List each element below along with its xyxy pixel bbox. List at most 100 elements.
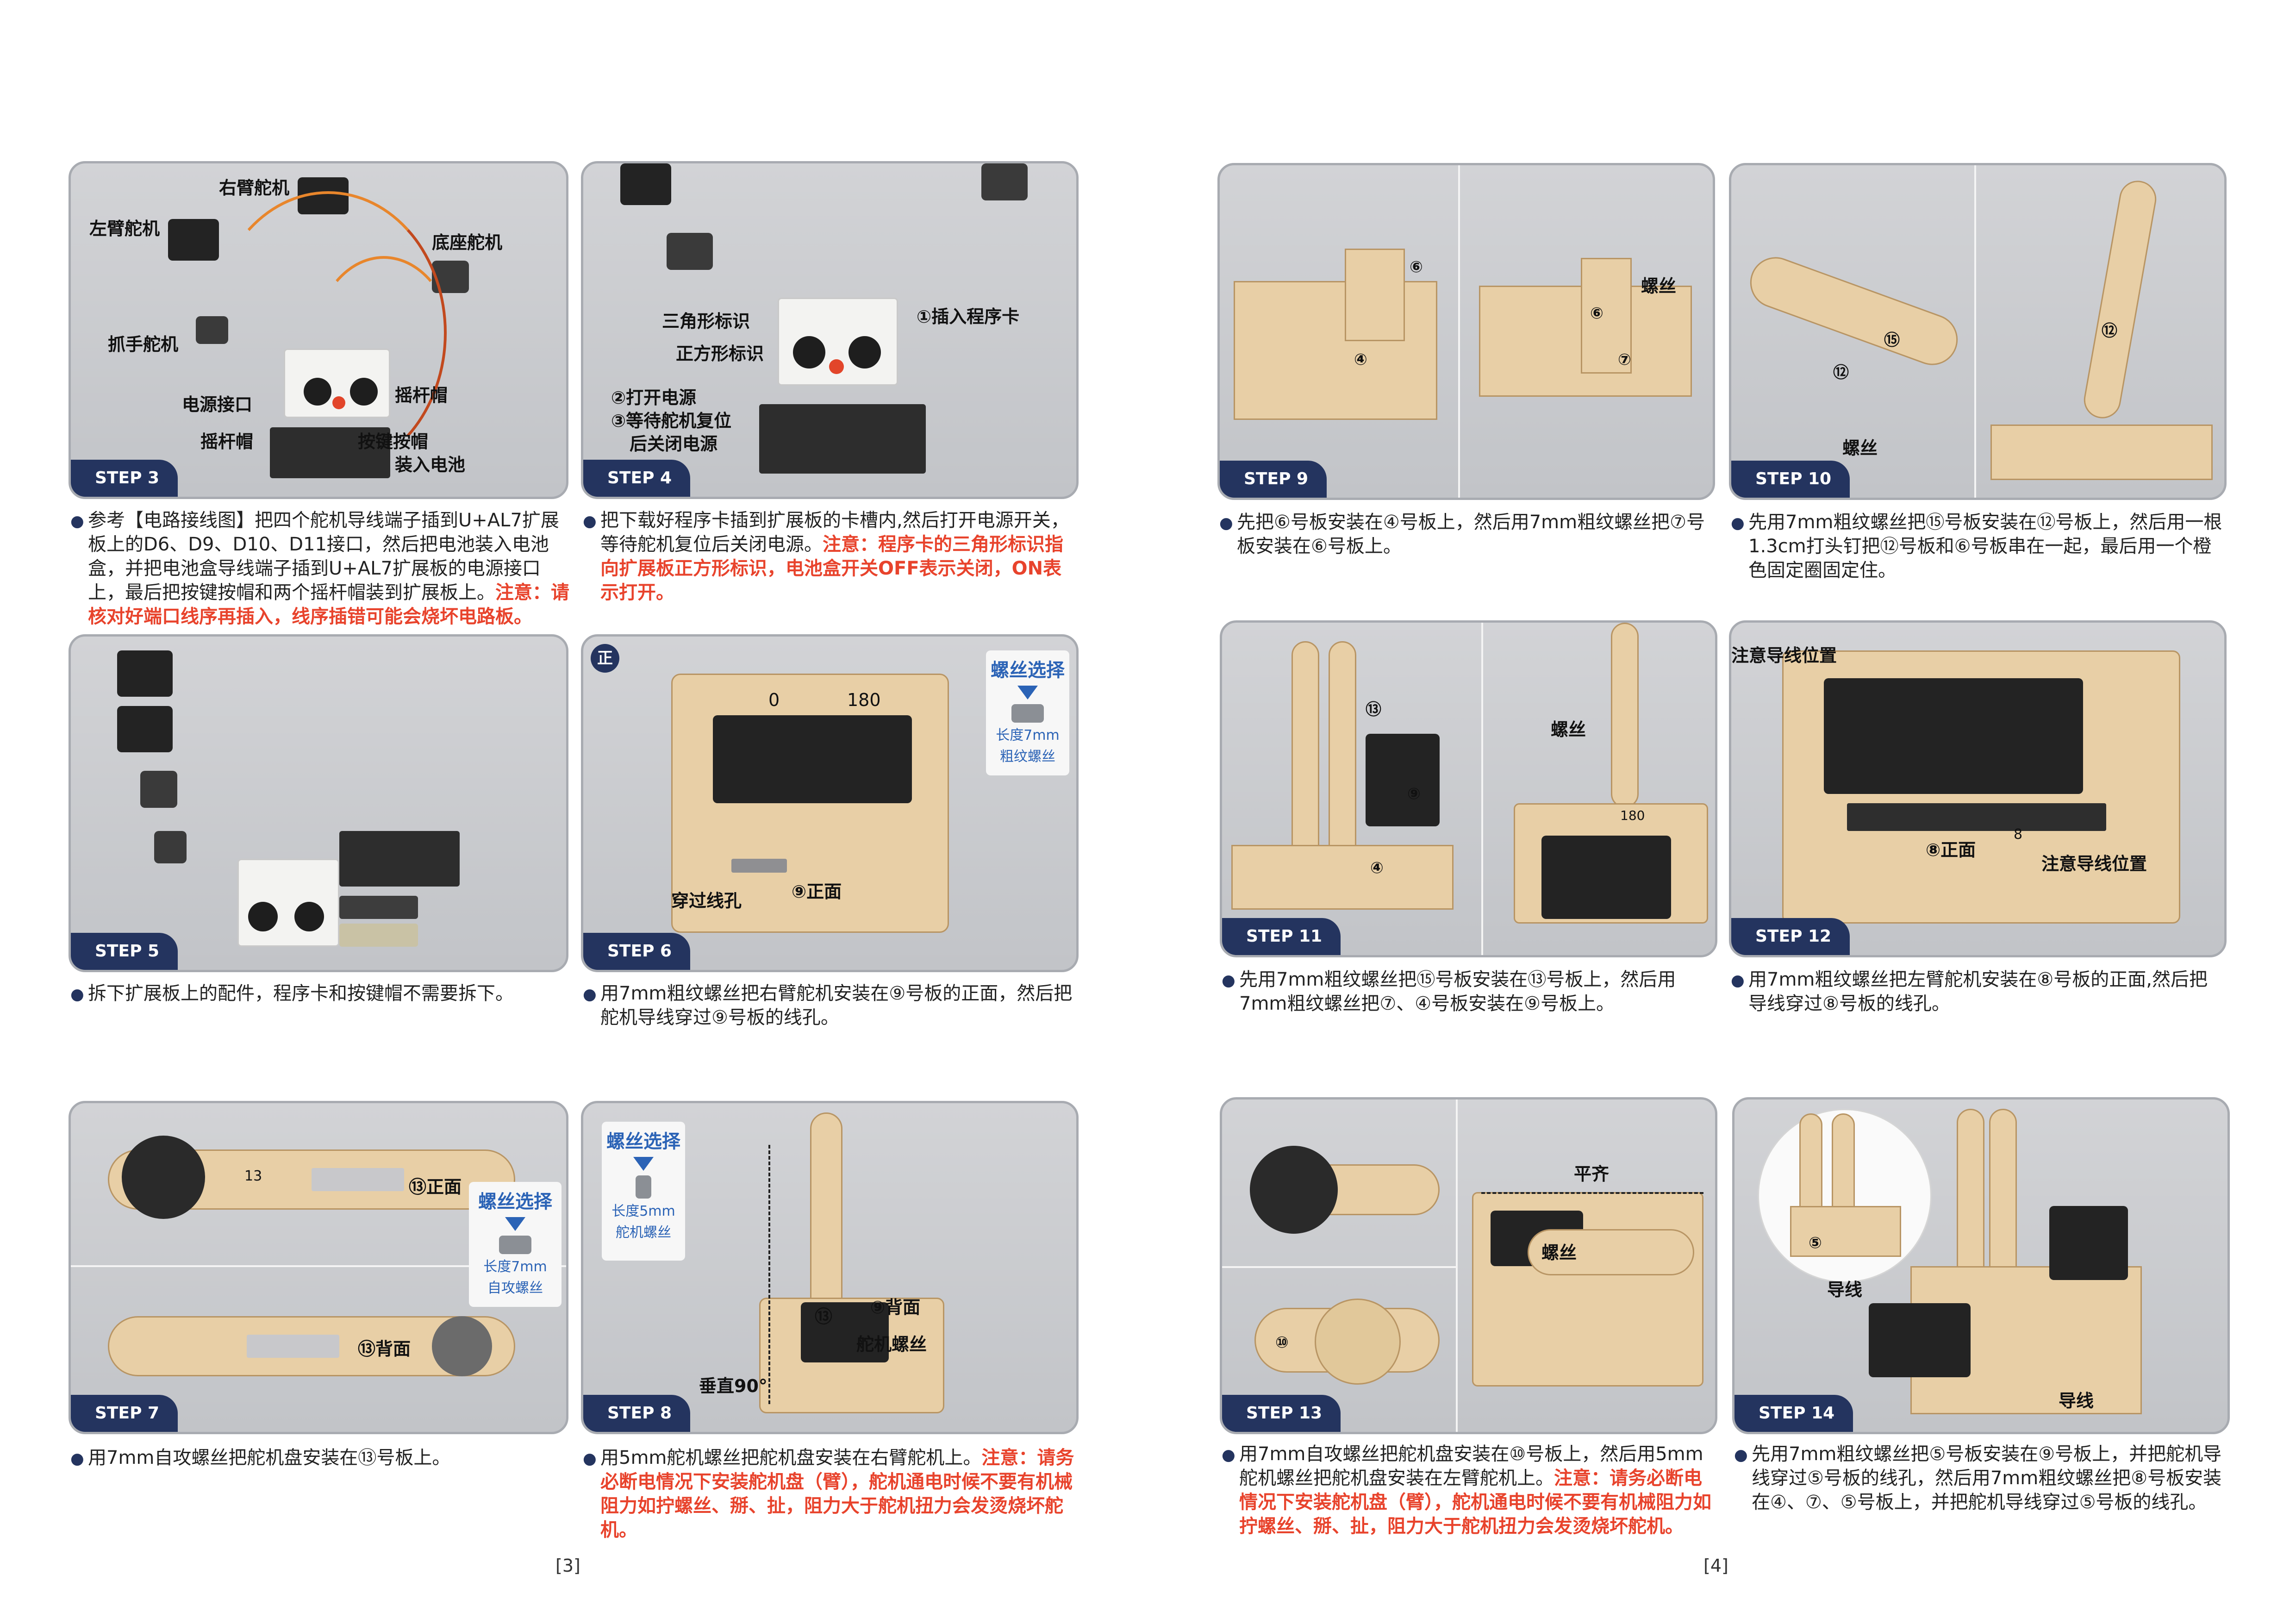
label-screw: 螺丝	[1641, 276, 1677, 296]
joystick	[294, 902, 324, 931]
step-4-note: 注意：程序卡的三角形标识指向扩展板正方形标识，电池盒开关OFF表示关闭，ON表示…	[600, 534, 1063, 603]
step-11-description: ● 先用7mm粗纹螺丝把⑮号板安装在⑬号板上，然后用7mm粗纹螺丝把⑦、④号板安…	[1222, 968, 1716, 1016]
label-4: ④	[1370, 859, 1384, 877]
step-7-badge: STEP 7	[71, 1395, 178, 1432]
arrow-down-icon	[633, 1157, 654, 1171]
callout-type: 自攻螺丝	[487, 1280, 543, 1296]
step-8-badge: STEP 8	[583, 1395, 691, 1432]
label-insert-card: ①插入程序卡	[917, 306, 1020, 327]
label-7: ⑦	[1618, 350, 1631, 369]
step-7-text: 用7mm自攻螺丝把舵机盘安装在⑬号板上。	[88, 1447, 451, 1468]
left-arm-servo	[1869, 1303, 1971, 1377]
label-install-battery: 装入电池	[395, 455, 466, 475]
label-5: ⑤	[1809, 1234, 1822, 1252]
label-back-9: ⑨背面	[870, 1297, 921, 1318]
label-10: ⑩	[1275, 1333, 1289, 1352]
servo	[981, 163, 1028, 200]
step-6-description: ● 用7mm粗纹螺丝把右臂舵机安装在⑨号板的正面，然后把舵机导线穿过⑨号板的线孔…	[583, 981, 1077, 1030]
label-servo-screw: 舵机螺丝	[856, 1334, 927, 1355]
step-5-description: ● 拆下扩展板上的配件，程序卡和按键帽不需要拆下。	[70, 981, 569, 1006]
label-right-arm-servo: 右臂舵机	[219, 178, 290, 198]
bullet: ●	[1731, 514, 1745, 532]
callout-title: 螺丝选择	[478, 1191, 552, 1212]
step-12-description: ● 用7mm粗纹螺丝把左臂舵机安装在⑧号板的正面,然后把导线穿过⑧号板的线孔。	[1731, 968, 2225, 1016]
label-6b: ⑥	[1590, 304, 1603, 323]
label-joystick-cap: 摇杆帽	[200, 431, 254, 452]
wire-hole	[1847, 803, 2106, 831]
servo	[1366, 734, 1440, 826]
scale-0: 0	[768, 690, 780, 710]
step-10-description: ● 先用7mm粗纹螺丝把⑮号板安装在⑫号板上，然后用一根1.3cm打头钉把⑫号板…	[1731, 510, 2225, 582]
step-10-photo: ⑮ ⑫ 螺丝 ⑫ STEP 10	[1729, 163, 2227, 500]
step-13-photo: 平齐 螺丝 ⑩ STEP 13	[1220, 1097, 1717, 1434]
expansion-board	[284, 349, 390, 418]
right-page: ⑥ ④ 螺丝 ⑥ ⑦ STEP 9 ● 先把⑥号板安装在④号板上，然后用7mm粗…	[1148, 0, 2296, 1624]
bullet: ●	[70, 512, 84, 531]
bullet: ●	[583, 512, 597, 531]
servo	[117, 706, 173, 752]
servo	[1541, 836, 1671, 919]
label-9: ⑨	[1407, 785, 1421, 803]
step-12-photo: 注意导线位置 ⑧正面 8 注意导线位置 STEP 12	[1729, 620, 2227, 957]
servo	[2049, 1206, 2128, 1280]
label-13: ⑬	[815, 1306, 833, 1327]
step-5: STEP 5 ● 拆下扩展板上的配件，程序卡和按键帽不需要拆下。	[69, 634, 568, 1004]
bullet: ●	[1731, 971, 1745, 990]
step-8-description: ● 用5mm舵机螺丝把舵机盘安装在右臂舵机上。注意：请务必断电情况下安装舵机盘（…	[583, 1446, 1077, 1542]
callout-length: 长度7mm	[483, 1259, 547, 1275]
step-4-badge: STEP 4	[583, 460, 691, 497]
step-8-text: 用5mm舵机螺丝把舵机盘安装在右臂舵机上。	[600, 1447, 982, 1468]
step-6-text: 用7mm粗纹螺丝把右臂舵机安装在⑨号板的正面，然后把舵机导线穿过⑨号板的线孔。	[600, 983, 1073, 1028]
bullet: ●	[70, 1449, 84, 1468]
step-5-badge: STEP 5	[71, 933, 178, 970]
step-13-description: ● 用7mm自攻螺丝把舵机盘安装在⑩号板上，然后用5mm舵机螺丝把舵机盘安装在左…	[1222, 1442, 1716, 1538]
flush-line	[1481, 1192, 1703, 1194]
board-12	[1743, 250, 1965, 373]
step-14-description: ● 先用7mm粗纹螺丝把⑤号板安装在⑨号板上，并把舵机导线穿过⑤号板的线孔，然后…	[1734, 1442, 2228, 1514]
callout-length: 长度5mm	[611, 1203, 675, 1219]
servo-wire	[312, 256, 456, 447]
board-4	[1234, 281, 1437, 420]
step-7-photo: 13 ⑬正面 ⑬背面 螺丝选择 长度7mm 自攻螺丝 STEP 7	[69, 1101, 568, 1434]
red-button	[829, 359, 844, 374]
screw-callout: 螺丝选择 长度7mm 粗纹螺丝	[986, 650, 1069, 775]
step-8-note: 注意：请务必断电情况下安装舵机盘（臂），舵机通电时候不要有机械阻力如拧螺丝、掰、…	[600, 1447, 1074, 1541]
expansion-board	[237, 859, 339, 947]
photo-divider	[1481, 623, 1483, 955]
step-9-text: 先把⑥号板安装在④号板上，然后用7mm粗纹螺丝把⑦号板安装在⑥号板上。	[1237, 512, 1705, 557]
battery-box	[339, 831, 460, 887]
board-upright	[1611, 623, 1639, 808]
step-14-photo: ⑤ 导线 导线 STEP 14	[1732, 1097, 2230, 1434]
callout-length: 长度7mm	[996, 727, 1060, 743]
step-4-text: 把下载好程序卡插到扩展板的卡槽内,然后打开电源开关，等待舵机复位后关闭电源。	[600, 510, 1069, 555]
label-front-13: ⑬正面	[409, 1177, 462, 1197]
page-number: [4]	[1703, 1555, 1728, 1576]
photo-divider	[1456, 1099, 1458, 1432]
board-number: 8	[2014, 826, 2023, 843]
step-4: 三角形标识 ①插入程序卡 正方形标识 ②打开电源 ③等待舵机复位 后关闭电源 S…	[581, 161, 1079, 603]
label-triangle-mark: 三角形标识	[662, 311, 750, 331]
screw-icon	[636, 1175, 651, 1199]
page-number: [3]	[555, 1555, 580, 1576]
label-wire: 导线	[2059, 1391, 2094, 1411]
callout-title: 螺丝选择	[606, 1131, 680, 1152]
label-vertical-90: 垂直90°	[699, 1376, 767, 1396]
label-screw: 螺丝	[1551, 719, 1586, 740]
screw-icon	[499, 1236, 531, 1254]
step-10-text: 先用7mm粗纹螺丝把⑮号板安装在⑫号板上，然后用一根1.3cm打头钉把⑫号板和⑥…	[1748, 512, 2222, 581]
label-screw: 螺丝	[1541, 1243, 1577, 1263]
label-13: ⑬	[1366, 700, 1381, 719]
servo	[117, 650, 173, 697]
arrow-down-icon	[505, 1217, 525, 1231]
step-14-text: 先用7mm粗纹螺丝把⑤号板安装在⑨号板上，并把舵机导线穿过⑤号板的线孔，然后用7…	[1752, 1443, 2222, 1513]
callout-type: 舵机螺丝	[616, 1224, 671, 1241]
label-base-servo: 底座舵机	[432, 232, 503, 253]
bullet: ●	[1734, 1446, 1748, 1464]
step-13-note: 注意：请务必断电情况下安装舵机盘（臂），舵机通电时候不要有机械阻力如拧螺丝、掰、…	[1239, 1468, 1711, 1537]
battery-box	[759, 404, 926, 474]
board-6	[1345, 249, 1405, 341]
joystick	[248, 902, 278, 931]
label-button-cap: 按键按帽	[358, 431, 429, 452]
joystick	[350, 378, 378, 406]
label-wire-position-top: 注意导线位置	[1731, 645, 1837, 666]
